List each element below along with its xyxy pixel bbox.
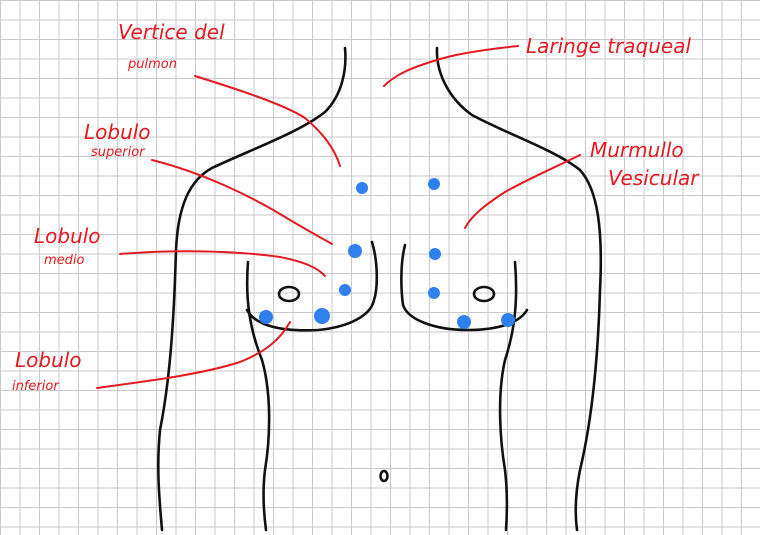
auscultation-point-2	[428, 178, 440, 190]
right-arm-inner-line	[500, 262, 516, 530]
auscultation-point-10	[501, 313, 515, 327]
auscultation-point-5	[339, 284, 351, 296]
label-murmullo-line1: Murmullo	[590, 140, 684, 160]
label-laringe: Laringe traqueal	[526, 36, 691, 56]
label-vertice-line1: Vertice del	[118, 22, 225, 42]
auscultation-point-4	[429, 248, 441, 260]
pointer-murmullo	[465, 155, 580, 228]
auscultation-point-9	[457, 315, 471, 329]
left-nipple	[279, 287, 299, 301]
auscultation-points	[259, 178, 515, 329]
annotation-lines	[97, 46, 580, 388]
neck-right-line	[437, 48, 601, 530]
label-vertice-line2: pulmon	[128, 58, 177, 71]
navel	[381, 471, 388, 481]
pointer-lobulo-superior	[152, 160, 332, 244]
pointer-vertice	[195, 76, 340, 166]
right-nipple	[474, 287, 494, 301]
neck-left-line	[158, 48, 345, 530]
pointer-lobulo-medio	[120, 251, 325, 276]
pointer-laringe	[384, 46, 518, 86]
torso-outline	[158, 48, 601, 530]
auscultation-point-7	[259, 310, 273, 324]
label-lobulo-superior-line2: superior	[91, 146, 145, 159]
label-lobulo-superior-line1: Lobulo	[84, 122, 151, 142]
label-lobulo-medio-line2: medio	[44, 254, 84, 267]
label-lobulo-inferior-line2: inferior	[12, 380, 59, 393]
label-lobulo-medio-line1: Lobulo	[34, 226, 101, 246]
label-lobulo-inferior-line1: Lobulo	[15, 350, 82, 370]
auscultation-point-3	[348, 244, 362, 258]
label-murmullo-line2: Vesicular	[608, 168, 699, 188]
auscultation-point-6	[428, 287, 440, 299]
auscultation-point-8	[314, 308, 330, 324]
auscultation-point-1	[356, 182, 368, 194]
left-arm-inner-line	[247, 262, 269, 530]
